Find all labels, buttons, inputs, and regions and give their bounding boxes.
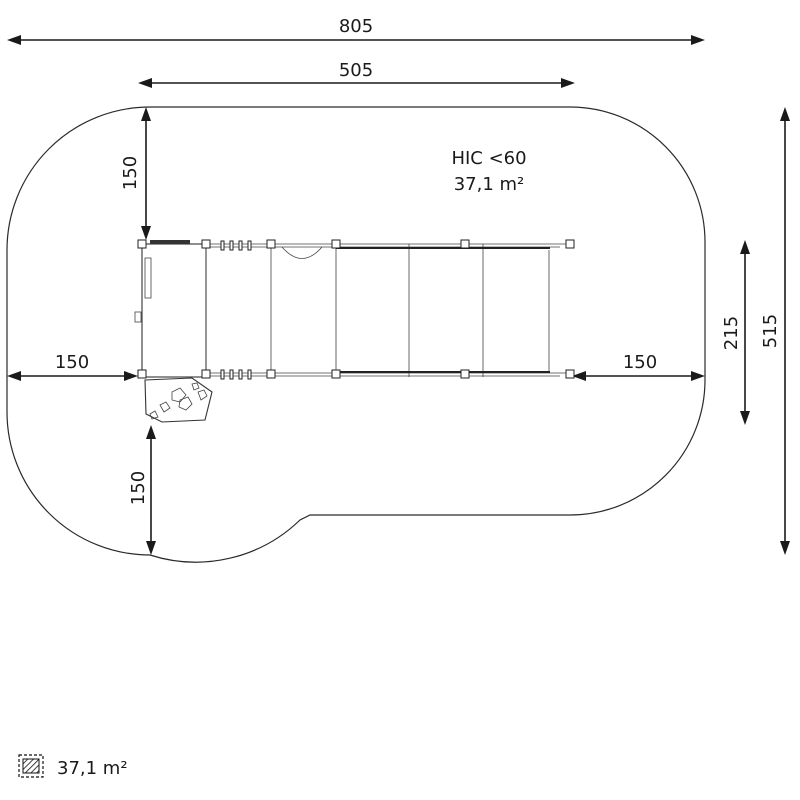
dimension-bottom-clearance-label: 150 (128, 471, 149, 505)
legend-area-value: 37,1 m² (57, 758, 128, 779)
dimension-total-depth-label: 515 (760, 314, 781, 348)
dimension-equipment-depth: 215 (721, 240, 750, 425)
dimension-equipment-depth-label: 215 (721, 316, 742, 350)
hic-label: HIC <60 (451, 148, 526, 169)
dimension-right-clearance: 150 (572, 352, 705, 381)
dimension-top-clearance-label: 150 (120, 156, 141, 190)
dimension-bottom-clearance: 150 (128, 425, 156, 555)
dimension-total-width: 805 (7, 16, 705, 45)
playground-equipment (134, 239, 575, 423)
safety-surface-hatch-icon (18, 754, 44, 778)
climbing-wall (144, 377, 213, 423)
dimension-top-clearance: 150 (120, 107, 151, 240)
dimension-right-clearance-label: 150 (623, 352, 657, 373)
tower-platform (141, 243, 207, 378)
safety-area-label: 37,1 m² (454, 174, 525, 195)
dimension-equipment-length: 505 (138, 60, 575, 88)
legend: 37,1 m² (18, 754, 128, 779)
posts (137, 239, 575, 379)
dimension-left-clearance: 150 (7, 352, 138, 381)
ladder-rungs (220, 240, 252, 380)
dimension-total-width-label: 805 (339, 16, 373, 37)
dimension-equipment-length-label: 505 (339, 60, 373, 81)
safety-area-outline (6, 106, 706, 563)
dimension-total-depth: 515 (760, 107, 790, 555)
dimension-left-clearance-label: 150 (55, 352, 89, 373)
